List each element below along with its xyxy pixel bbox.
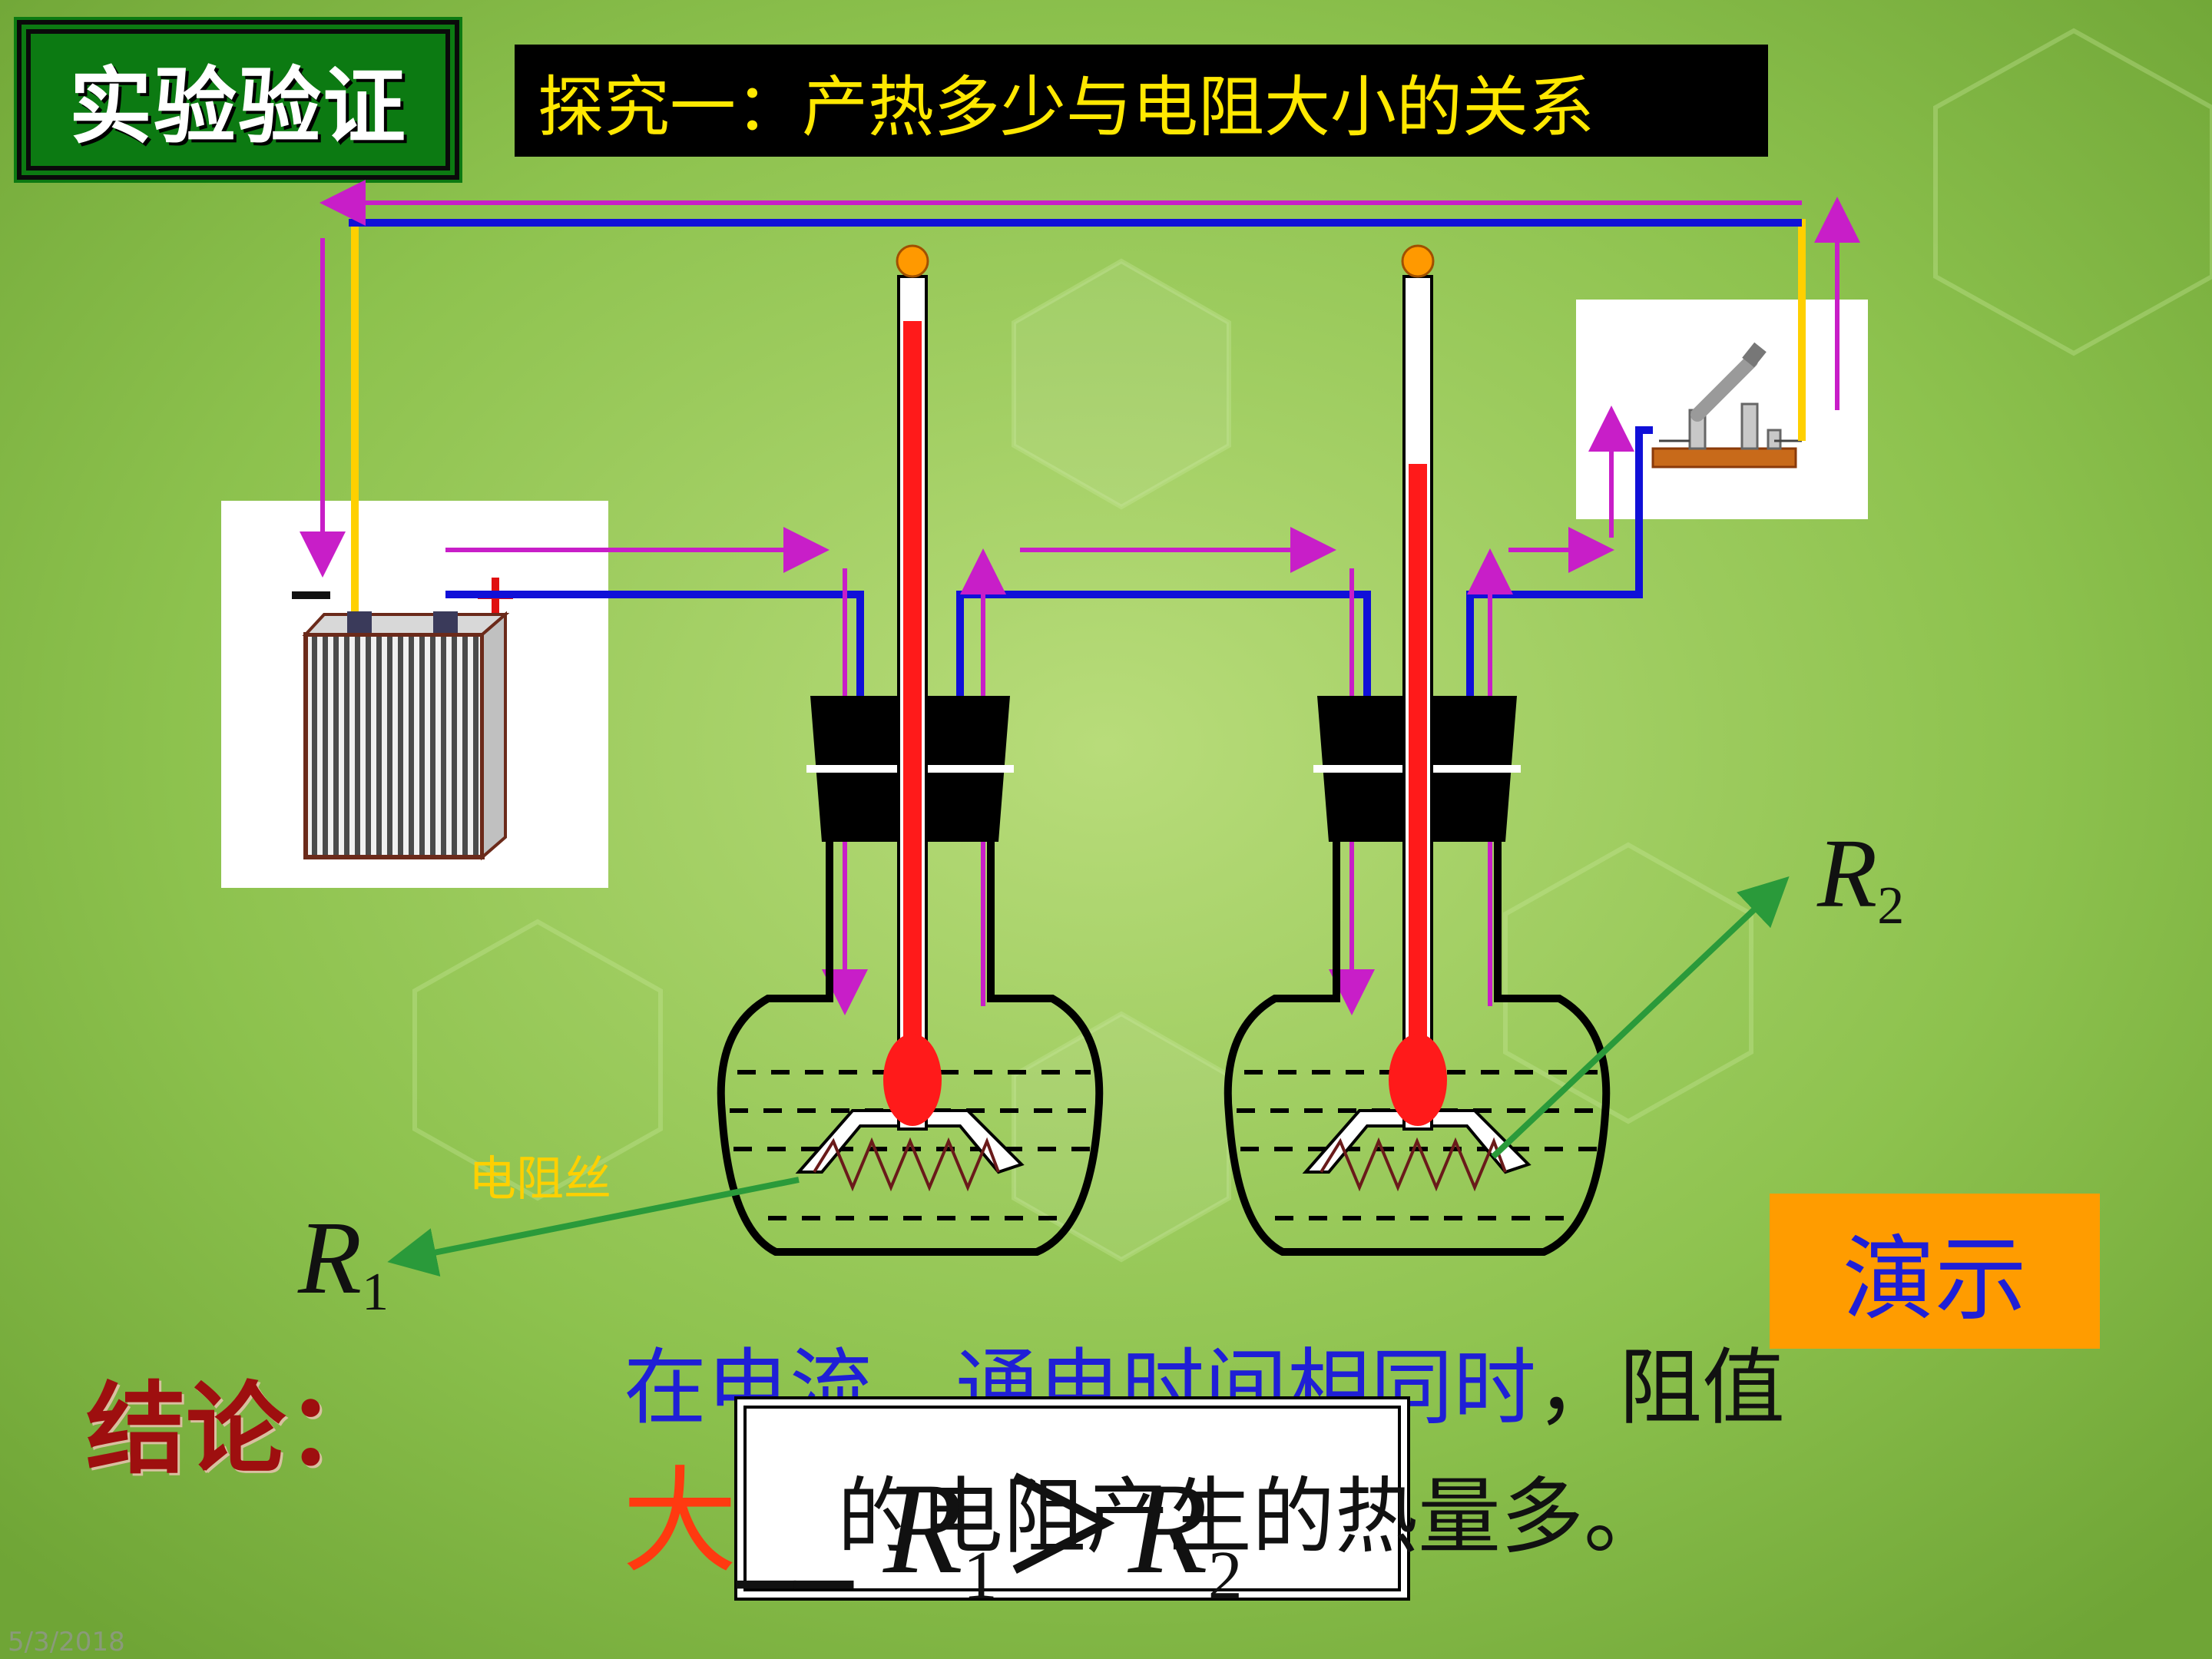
r1-label: R1 (298, 1200, 389, 1322)
slide-date: 5/3/2018 (8, 1627, 125, 1657)
r2-label: R2 (1817, 819, 1905, 935)
flask-2 (1224, 244, 1611, 1256)
conclusion-line-2: 的电阻产生的热量多。 (837, 1469, 1667, 1565)
switch (1576, 300, 1868, 519)
conclusion-label: 结论： (86, 1370, 386, 1488)
r1-pointer (387, 1177, 800, 1277)
battery (221, 501, 608, 888)
slide-title: 实验验证 (14, 17, 462, 183)
slide-subtitle: 探究一：产热多少与电阻大小的关系 (515, 45, 1768, 157)
flask-1 (717, 244, 1104, 1256)
demo-button[interactable]: 演示 (1770, 1194, 2100, 1349)
r2-pointer (1491, 876, 1790, 1159)
resistance-wire-label: 电阻丝 (469, 1151, 612, 1207)
answer-text: 大__ (622, 1455, 853, 1589)
resistance-inequality: R1＞R2 (883, 1456, 1243, 1614)
answer-box (734, 1396, 1410, 1601)
minus-icon (292, 591, 330, 599)
conclusion-resistance: ，阻值 (1536, 1340, 1786, 1436)
